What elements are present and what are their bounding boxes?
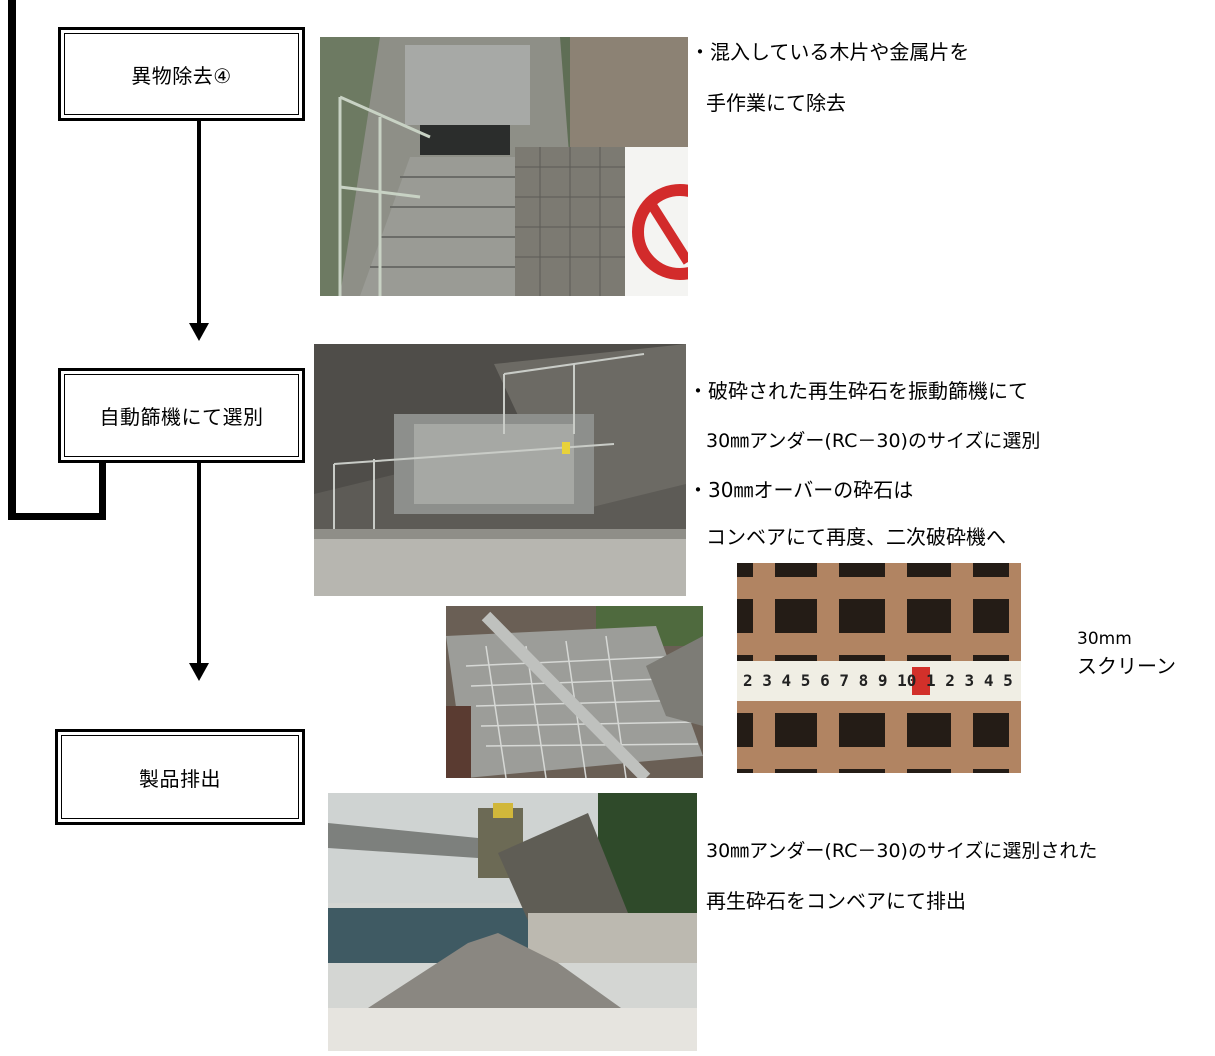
- return-line-left: [8, 0, 16, 520]
- arrowhead-2: [189, 663, 209, 681]
- photo-30mm-mesh-tape: 2 3 4 5 6 7 8 9 10 1 2 3 4 5: [737, 563, 1021, 773]
- note-step2-line4: コンベアにて再度、二次破砕機へ: [706, 525, 1006, 549]
- step-box-product-discharge: 製品排出: [55, 729, 305, 825]
- note-step1-line2: 手作業にて除去: [706, 91, 846, 115]
- step-box-auto-screening: 自動篩機にて選別: [58, 368, 305, 463]
- note-step2-line2: 30㎜アンダー(RC－30)のサイズに選別: [706, 430, 1041, 452]
- step-label-product-discharge: 製品排出: [139, 766, 221, 791]
- note-step2-line1: ・破砕された再生砕石を振動篩機にて: [688, 379, 1028, 403]
- note-step3-line2: 再生砕石をコンベアにて排出: [706, 889, 966, 913]
- return-line-up: [99, 460, 106, 520]
- photo-screen-deck: [446, 606, 703, 778]
- step-box-foreign-removal: 異物除去④: [58, 27, 305, 121]
- note-step2-line3: ・30㎜オーバーの砕石は: [688, 478, 914, 502]
- photo-product-stockpile: [328, 793, 697, 1051]
- tape-measure-scale: 2 3 4 5 6 7 8 9 10 1 2 3 4 5: [743, 671, 1013, 690]
- arrow-shaft-1: [197, 120, 201, 325]
- arrow-shaft-2: [197, 463, 201, 665]
- note-screen-label: スクリーン: [1077, 654, 1176, 678]
- step-label-foreign-removal: 異物除去④: [131, 63, 232, 88]
- return-line-bottom: [8, 513, 106, 520]
- step-label-auto-screening: 自動篩機にて選別: [99, 405, 264, 429]
- photo-vibrating-screen-machine: [314, 344, 686, 596]
- note-step3-line1: 30㎜アンダー(RC－30)のサイズに選別された: [706, 840, 1098, 862]
- note-step1-line1: ・混入している木片や金属片を: [690, 40, 970, 64]
- photo-foreign-removal-walkway: [320, 37, 688, 296]
- note-screen-size: 30mm: [1077, 629, 1132, 649]
- arrowhead-1: [189, 323, 209, 341]
